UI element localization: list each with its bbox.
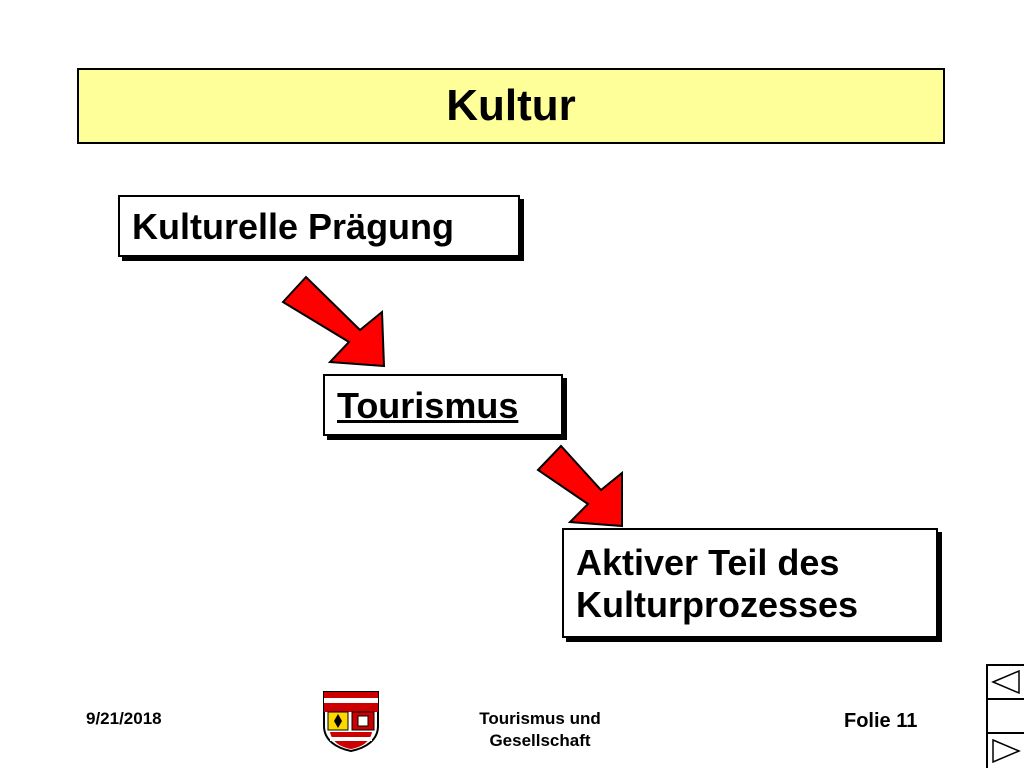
nav-middle-button[interactable]: [988, 700, 1024, 734]
box-aktiver-teil: Aktiver Teil des Kulturprozesses: [562, 528, 938, 638]
nav-next-button[interactable]: [988, 734, 1024, 768]
slide-number: Folie 11: [844, 710, 918, 732]
box-label-line1: Aktiver Teil des: [576, 542, 840, 583]
university-crest-icon: [323, 691, 379, 752]
box-label: Kulturelle Prägung: [132, 206, 455, 247]
triangle-right-icon: [992, 738, 1021, 764]
footer-date: 9/21/2018: [86, 709, 162, 728]
triangle-left-icon: [991, 669, 1020, 695]
box-kulturelle-praegung: Kulturelle Prägung: [118, 195, 520, 257]
box-label-line2: Kulturprozesses: [576, 584, 859, 625]
footer-center-line1: Tourismus und: [479, 709, 601, 728]
slide-title: Kultur: [446, 81, 576, 130]
arrow-down-right-1: [281, 275, 386, 368]
title-bar: Kultur: [77, 68, 945, 144]
slide-navigation: [986, 664, 1024, 768]
box-tourismus: Tourismus: [323, 374, 563, 436]
nav-previous-button[interactable]: [988, 666, 1024, 700]
box-label: Tourismus: [337, 385, 519, 426]
arrow-down-right-2: [536, 444, 623, 528]
footer-course-title: Tourismus und Gesellschaft: [460, 708, 620, 752]
footer-center-line2: Gesellschaft: [489, 731, 591, 750]
